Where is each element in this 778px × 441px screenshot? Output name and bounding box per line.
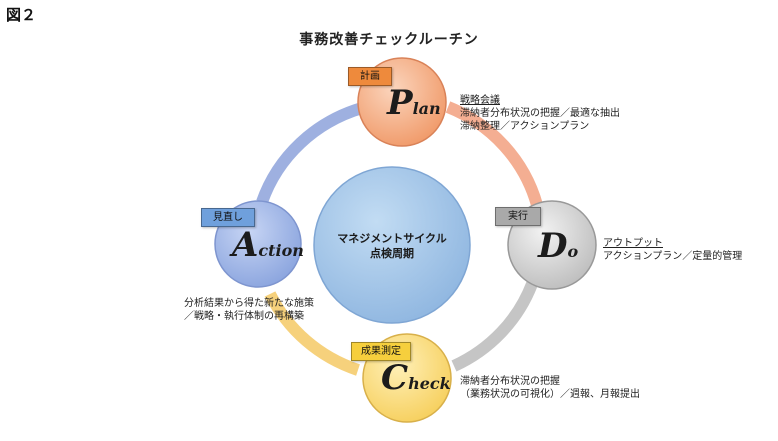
center-text: マネジメントサイクル 点検周期 [322, 231, 462, 261]
do-note: アウトプット アクションプラン／定量的管理 [603, 237, 742, 263]
plan-note-head: 戦略会議 [460, 95, 500, 106]
check-label-rest: heck [408, 374, 451, 393]
action-label: Action [232, 228, 304, 262]
plan-label-rest: lan [412, 99, 441, 118]
check-note: 滞納者分布状況の把握 （業務状況の可視化）／週報、月報提出 [460, 375, 640, 401]
do-tag: 実行 [495, 207, 541, 226]
arc-check-action [264, 291, 360, 376]
plan-tag: 計画 [348, 67, 392, 86]
check-note-line2: （業務状況の可視化）／週報、月報提出 [460, 389, 640, 400]
check-note-line1: 滞納者分布状況の把握 [460, 376, 560, 387]
center-circle [313, 166, 471, 324]
check-label: Check [381, 361, 451, 395]
action-note: 分析結果から得た新たな施策 ／戦略・執行体制の再構築 [184, 297, 314, 323]
plan-label-cap: P [387, 83, 413, 123]
action-tag: 見直し [201, 208, 255, 227]
plan-note-line2: 滞納整理／アクションプラン [460, 121, 590, 132]
center-line1: マネジメントサイクル [337, 232, 447, 245]
figure-label: 図２ [6, 6, 37, 24]
plan-label: Plan [387, 86, 441, 120]
check-tag: 成果測定 [351, 342, 411, 361]
plan-note-line1: 滞納者分布状況の把握／最適な抽出 [460, 108, 620, 119]
action-note-line1: 分析結果から得た新たな施策 [184, 298, 314, 309]
do-note-line1: アクションプラン／定量的管理 [603, 251, 743, 262]
arc-plan-do [445, 101, 543, 207]
arc-do-check [451, 281, 538, 372]
diagram-title: 事務改善チェックルーチン [299, 32, 479, 48]
do-label-cap: D [538, 226, 568, 266]
action-label-rest: ction [258, 241, 304, 260]
plan-note: 戦略会議 滞納者分布状況の把握／最適な抽出 滞納整理／アクションプラン [460, 94, 620, 133]
do-label: Do [538, 229, 578, 263]
action-note-line2: ／戦略・執行体制の再構築 [184, 311, 304, 322]
center-line2: 点検周期 [370, 247, 414, 260]
do-label-rest: o [567, 242, 579, 261]
action-label-cap: A [232, 225, 259, 265]
arc-action-plan [256, 102, 364, 205]
check-label-cap: C [381, 358, 409, 398]
do-note-head: アウトプット [603, 238, 663, 249]
